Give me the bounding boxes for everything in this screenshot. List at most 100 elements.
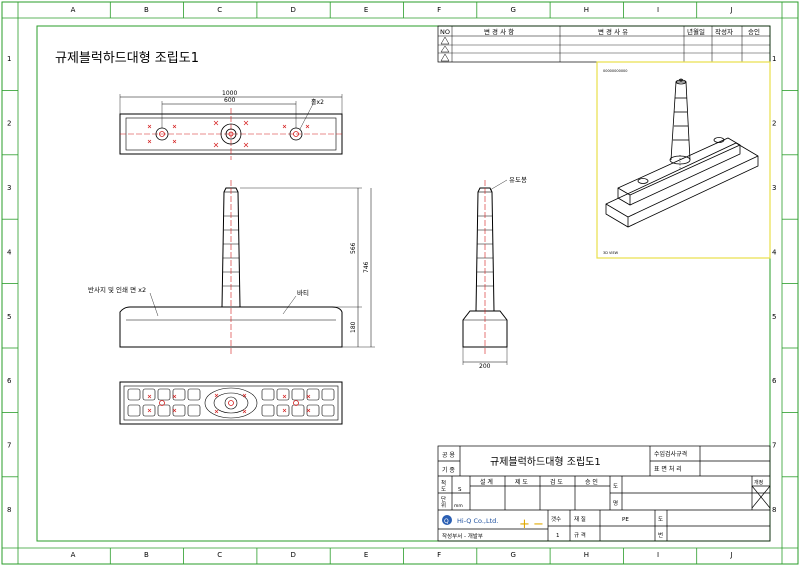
border-col-label: H [584,551,589,559]
tb-spec-label: 규 격 [574,532,586,539]
plus-minus-icon: + − [519,517,544,532]
border-row-label: 4 [7,248,12,256]
rev-header-reason: 변 경 사 유 [598,27,628,36]
border-row-label: 3 [7,184,11,192]
border-col-label: I [657,6,659,14]
revision-triangle-icon [440,36,450,45]
hole-note: 홀x2 [311,98,324,106]
border-col-label: G [510,6,515,14]
bottom-view [119,381,343,425]
svg-text:−: − [533,517,544,532]
border-col-label: D [291,551,296,559]
rev-header-no: NO [440,28,450,36]
tb-row-label-1: 공 용 [442,452,455,459]
border-row-label: 7 [772,442,776,450]
border-row-label: 2 [772,120,776,128]
border-row-label: 5 [772,313,776,321]
tb-material-label: 재 질 [574,515,586,523]
drawing-title: 규제블럭하드대형 조립도1 [55,51,199,66]
revision-triangle-icon [440,53,450,62]
border-col-label: J [729,6,732,14]
tb-sign-draft: 제 도 [515,478,528,486]
border-col-label: D [291,6,296,14]
tb-sign-check: 검 도 [550,479,563,486]
border-row-label: 1 [772,55,776,63]
tb-unit-value: mm [454,504,463,509]
tb-revision-mark: 개정 [754,479,763,486]
border-col-label: A [71,551,76,559]
border-col-label: J [729,551,732,559]
tb-row-label-2: 기 종 [442,466,455,474]
battery-label: 바티 [297,288,309,297]
iso-caption-bottom: 3D VIEW [603,251,619,255]
border-col-label: C [217,6,222,14]
guide-pole-label: 유도봉 [509,176,527,184]
svg-text:+: + [519,517,530,532]
top-view: 1000 600 홀x2 [119,90,343,160]
reflector-label: 반사지 및 인쇄 면 x2 [88,285,146,294]
border-row-label: 6 [7,377,12,385]
front-view: 566 746 180 반사지 및 인쇄 면 x2 바티 [88,180,375,356]
tb-scale-label-a1: 척 [441,479,446,487]
rev-header-date: 년월일 [687,27,705,36]
iso-caption-top: 00000000000 [603,69,628,73]
tb-qty-value: 1 [556,533,560,539]
tb-surface-treatment-label: 표 면 처 리 [654,465,682,473]
tb-scale-s: S [458,487,462,493]
tb-side-label-2: 번 [658,531,663,539]
tb-name-label: 명 [613,500,618,507]
side-view: 200 유도봉 [462,176,527,370]
rev-header-approve: 승인 [748,27,760,36]
revision-triangle-icon [440,45,450,53]
dim-total-height: 746 [363,261,370,273]
tb-inspection-spec-label: 수입검사규격 [654,450,687,458]
rev-header-author: 작성자 [715,27,733,36]
border-col-label: H [584,6,589,14]
border-col-label: E [364,551,368,559]
border-row-label: 6 [772,377,777,385]
border-col-label: F [437,6,441,14]
border-row-label: 5 [7,313,11,321]
dim-pole-height: 566 [350,242,357,254]
iso-view: 00000000000 3D VIEW [596,61,771,259]
revision-table: NO 변 경 사 항 변 경 사 유 년월일 작성자 승인 [437,25,771,63]
border-col-label: I [657,551,659,559]
border-row-label: 8 [7,506,11,514]
tb-scale-label-a2: 도 [441,486,446,493]
tb-side-label-1: 도 [658,516,663,523]
svg-text:Q: Q [444,518,449,525]
tb-drawing-name: 규제블럭하드대형 조립도1 [490,455,601,468]
company-logo-icon: Q [442,515,452,525]
dim-base-height: 180 [350,321,357,333]
border-row-label: 7 [7,442,11,450]
border-col-label: B [144,6,149,14]
tb-unit-label-b1: 단 [441,495,446,503]
dim-side-width: 200 [479,363,491,370]
tb-dept-label: 작성부서 - 개발부 [442,532,483,540]
border-col-label: G [510,551,515,559]
inner-frame [36,25,771,542]
border-row-label: 2 [7,120,11,128]
border-col-label: F [437,551,441,559]
border-col-label: A [71,6,76,14]
tb-unit-label-b2: 위 [441,501,446,509]
rev-header-change: 변 경 사 항 [484,27,514,36]
border-row-label: 8 [772,506,776,514]
tb-angle-label: 도 [613,483,618,490]
tb-company-name: Hi-Q Co.,Ltd. [457,517,498,525]
border-row-label: 4 [772,248,777,256]
border-col-label: E [364,6,368,14]
tb-qty-label: 갯수 [551,515,561,523]
tb-material-value: PE [622,517,629,523]
tb-sign-design: 설 계 [480,478,493,486]
tb-sign-approve: 승 인 [585,479,598,486]
border-row-label: 3 [772,184,776,192]
dim-overall-width: 1000 [222,90,237,97]
border-col-label: C [217,551,222,559]
border-row-label: 1 [7,55,11,63]
dim-hole-spacing: 600 [224,97,236,104]
